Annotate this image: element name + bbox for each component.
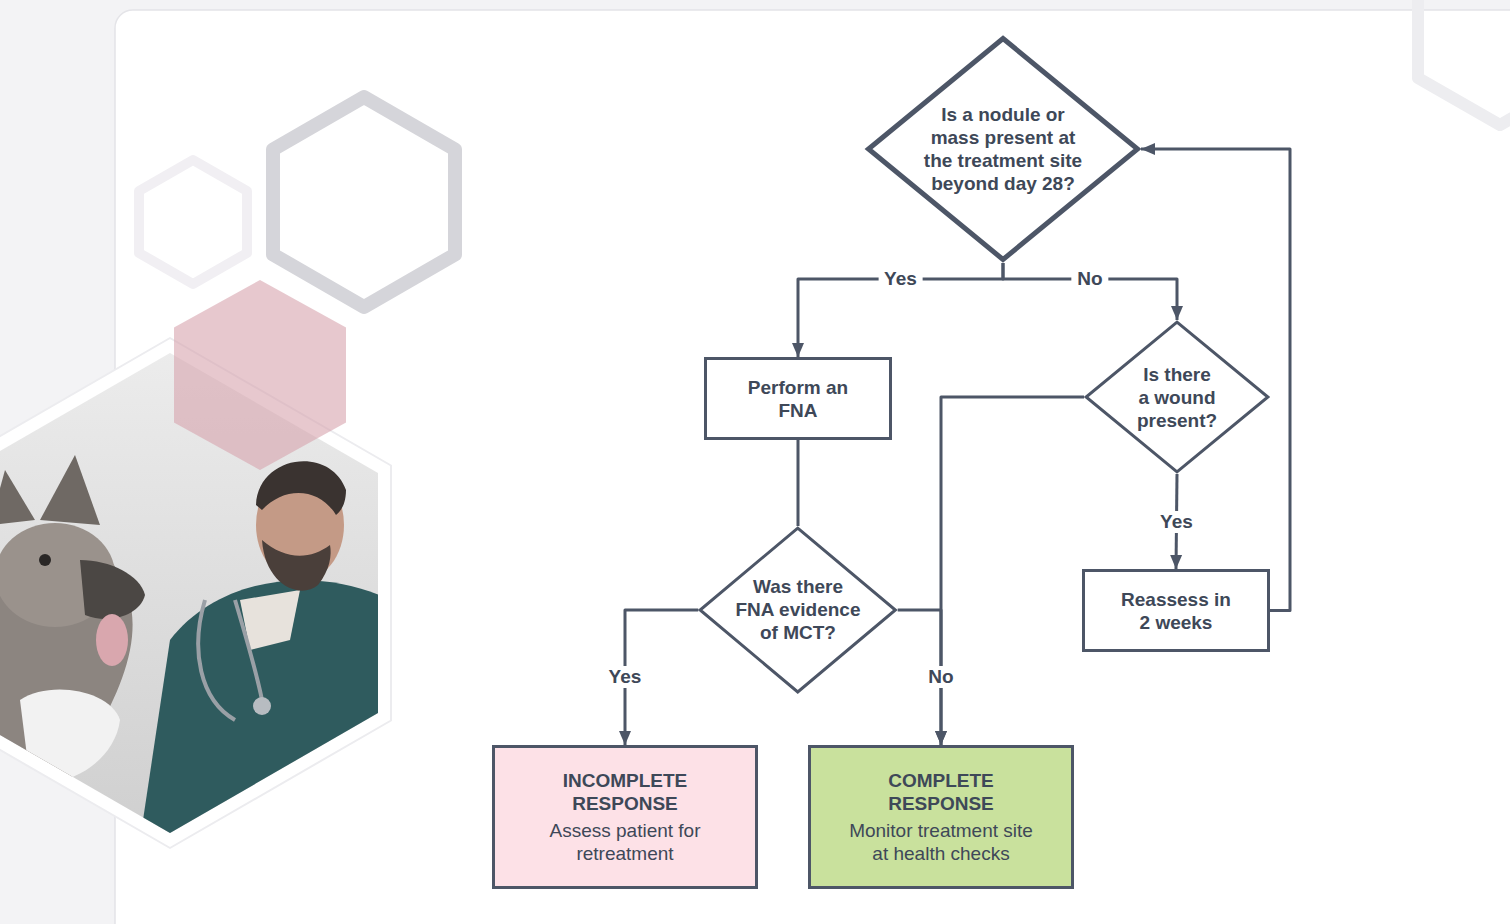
vet-glove [20, 690, 120, 782]
dog-eye [39, 554, 51, 566]
decision-diamond: Is a nodule or mass present at the treat… [865, 35, 1141, 263]
outcome-box: COMPLETE RESPONSEMonitor treatment site … [808, 745, 1074, 889]
dog-ear [0, 470, 35, 525]
diamond-shape [1086, 322, 1268, 472]
decor-hexagon [273, 97, 455, 307]
edge-label: Yes [878, 268, 923, 290]
dog-snout [80, 560, 145, 619]
edge-label: No [1071, 268, 1108, 290]
dog-ear [40, 455, 100, 525]
decor-hexagon [174, 280, 346, 470]
edge-label: Yes [603, 666, 648, 688]
node-text: Is there a wound present? [1136, 363, 1218, 432]
node-text: Was there FNA evidence of MCT? [733, 575, 863, 644]
process-box: Reassess in 2 weeks [1082, 569, 1270, 652]
dog-tongue [96, 614, 128, 666]
decor-hexagon [139, 160, 247, 284]
process-box: Perform an FNA [704, 357, 892, 440]
card-panel [115, 10, 1510, 924]
node-text: COMPLETE RESPONSE [851, 769, 1031, 815]
decision-diamond: Is there a wound present? [1084, 320, 1270, 474]
edge-label: Yes [1154, 511, 1199, 533]
edge-label: No [922, 666, 959, 688]
flow-connector [1003, 263, 1177, 320]
vet-beard [262, 540, 331, 591]
node-text: Reassess in 2 weeks [1116, 588, 1236, 634]
decor-hexagon [1418, 0, 1510, 125]
node-text: INCOMPLETE RESPONSE [525, 769, 725, 815]
vet-hair [256, 461, 346, 515]
flow-connector [941, 397, 1084, 745]
decision-diamond: Was there FNA evidence of MCT? [698, 526, 897, 694]
node-text: Is a nodule or mass present at the treat… [917, 103, 1089, 195]
node-body-text: Assess patient for retreatment [525, 819, 725, 865]
node-text: Perform an FNA [733, 376, 863, 422]
flow-connector [798, 263, 1003, 357]
stethoscope-head [253, 697, 271, 715]
flow-connector [796, 440, 799, 526]
diamond-shape [869, 39, 1138, 260]
stethoscope [198, 600, 262, 720]
diamond-shape [700, 528, 895, 692]
vet-shirt [140, 580, 390, 840]
diamond-outline [865, 35, 1141, 263]
outcome-box: INCOMPLETE RESPONSEAssess patient for re… [492, 745, 758, 889]
node-body-text: Monitor treatment site at health checks [844, 819, 1039, 865]
